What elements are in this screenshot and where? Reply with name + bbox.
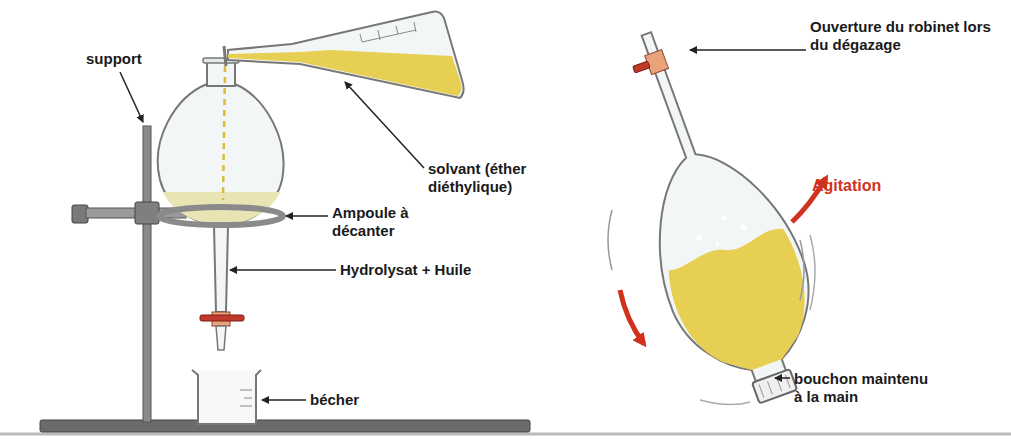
note-label: bouchon maintenu à la main: [794, 370, 934, 406]
part-label: solvant (éther diéthylique): [428, 160, 578, 196]
part-label: Hydrolysat + Huile: [340, 261, 510, 279]
note-label: Ouverture du robinet lors du dégazage: [810, 18, 1005, 54]
part-label: bécher: [310, 391, 390, 409]
part-label: Ampoule à décanter: [332, 204, 442, 240]
part-label: support: [86, 50, 176, 68]
action-label: Agitation: [812, 176, 912, 195]
